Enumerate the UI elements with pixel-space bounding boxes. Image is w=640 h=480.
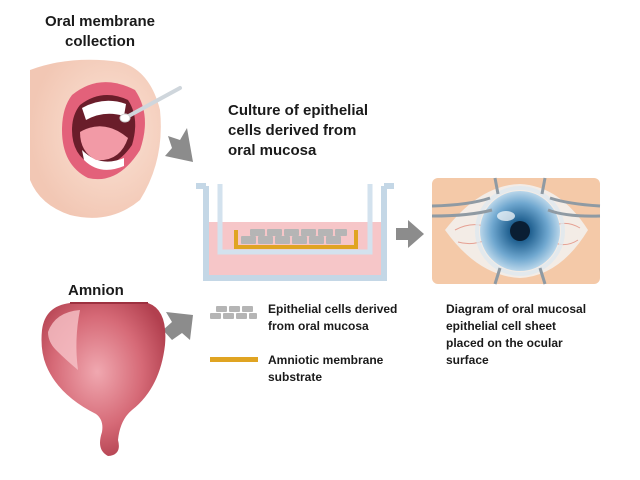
arrows [163,128,424,340]
dish-amniotic-membrane [234,230,358,249]
eyelid-retractors [431,177,601,285]
label-culture: Culture of epithelial cells derived from… [228,102,369,159]
mouth-illustration [30,59,182,218]
legend-membrane-swatch [210,357,258,362]
label-amnion: Amnion [68,282,124,299]
eye-caption: Diagram of oral mucosal epithelial cell … [446,302,587,367]
amnion-illustration [41,302,166,456]
arrow-mouth-to-dish [165,128,193,162]
legend-cells-swatch [210,306,257,319]
arrow-amnion-to-dish [163,312,193,340]
label-oral-membrane-collection: Oral membrane collection [44,13,156,50]
eye-illustration [431,177,601,285]
legend-membrane-label: Amniotic membrane substrate [268,353,384,384]
cell-sheet [475,186,565,276]
legend-cells-label: Epithelial cells derived from oral mucos… [268,302,398,333]
culture-dish [196,183,394,281]
arrow-dish-to-eye [396,220,424,248]
dish-epithelial-cells [241,229,347,244]
